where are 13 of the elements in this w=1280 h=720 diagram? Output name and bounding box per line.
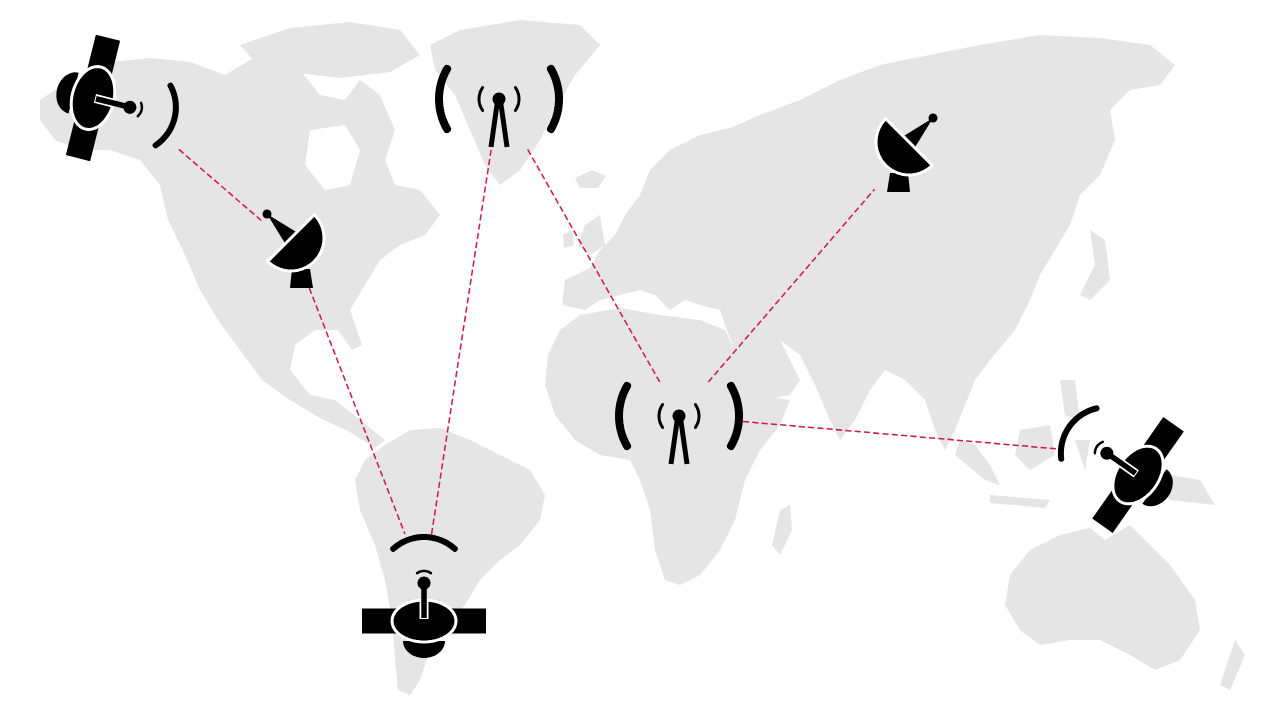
connector-line bbox=[178, 148, 264, 223]
satellite-dish-icon bbox=[262, 209, 326, 288]
connector-line bbox=[526, 148, 661, 383]
satellite-icon bbox=[362, 534, 486, 658]
connector-line bbox=[308, 287, 406, 535]
connector-line bbox=[430, 148, 492, 535]
satellite-icon bbox=[56, 34, 179, 162]
satellite-dish-icon bbox=[874, 113, 938, 192]
connector-line bbox=[707, 188, 876, 383]
radio-tower-icon bbox=[435, 65, 563, 148]
satellite-icon bbox=[1057, 405, 1184, 533]
radio-tower-icon bbox=[615, 382, 743, 465]
connector-line bbox=[742, 420, 1059, 450]
